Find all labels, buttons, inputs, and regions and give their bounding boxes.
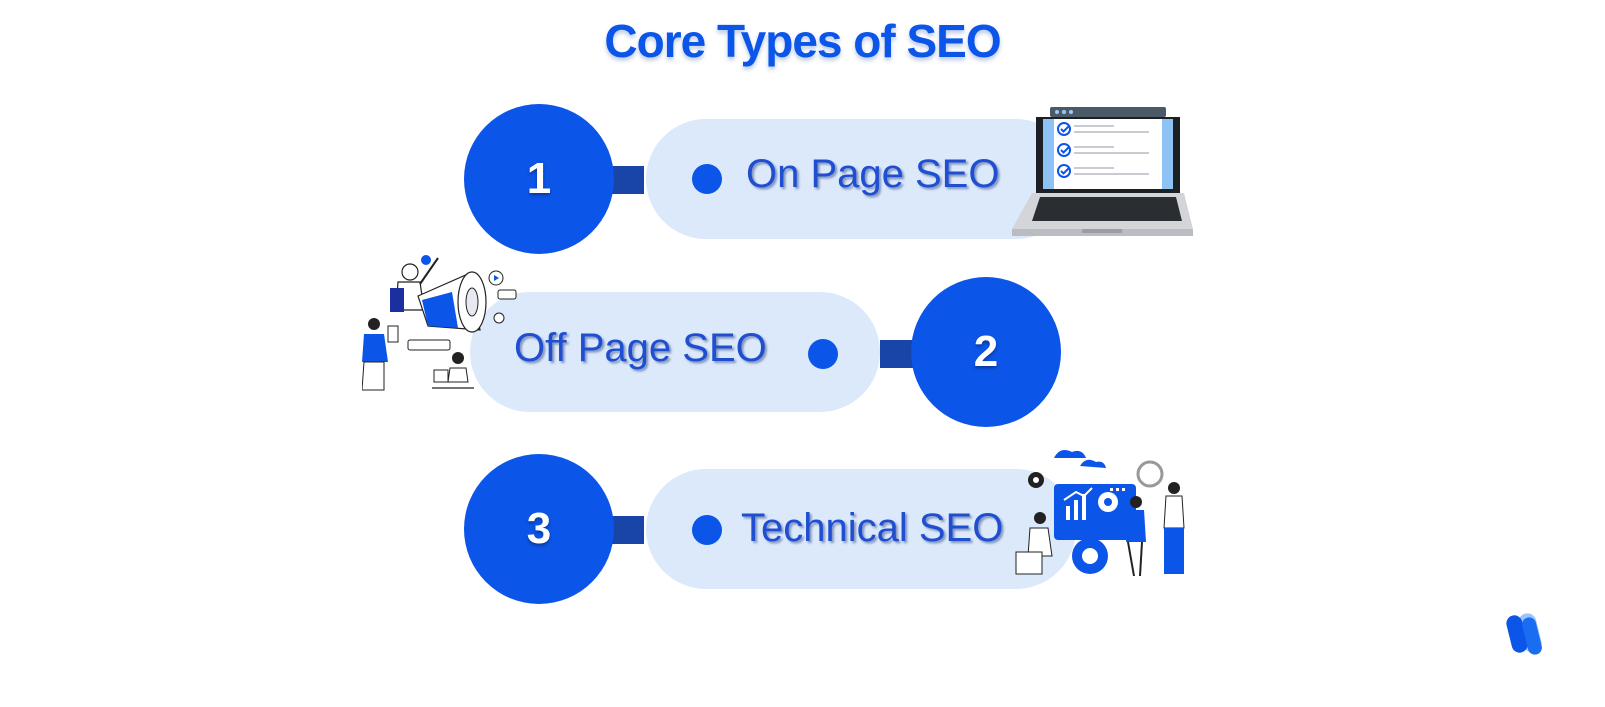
- step-label-2: Off Page SEO: [514, 326, 767, 370]
- step-number-2: 2: [911, 277, 1061, 427]
- analytics-team-icon: [1015, 450, 1185, 577]
- page-title: Core Types of SEO: [604, 15, 1001, 67]
- step-number-1: 1: [464, 104, 614, 254]
- megaphone-marketing-icon: [362, 255, 517, 391]
- step-number-3: 3: [464, 454, 614, 604]
- brand-logo-icon: [1506, 613, 1542, 655]
- laptop-checklist-icon: [1012, 107, 1193, 236]
- bullet-dot-2: [808, 339, 838, 369]
- step-label-1: On Page SEO: [746, 152, 1000, 196]
- bullet-dot-3: [692, 515, 722, 545]
- bullet-dot-1: [692, 164, 722, 194]
- step-label-3: Technical SEO: [741, 506, 1004, 550]
